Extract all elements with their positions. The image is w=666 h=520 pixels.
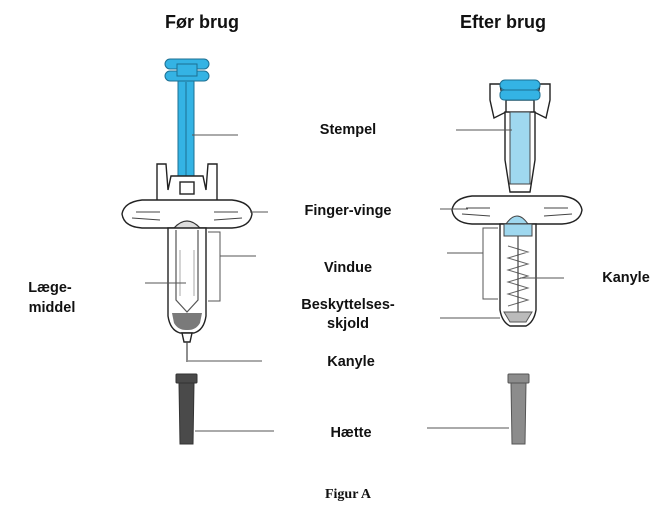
plunger-head-after <box>499 79 541 91</box>
cap-after <box>507 373 530 445</box>
cap-before <box>175 373 198 445</box>
leader-window-after <box>447 227 498 300</box>
title-after-use: Efter brug <box>460 12 546 32</box>
label-laegemiddel-line1: Læge- <box>28 280 72 296</box>
label-kanyle-center: Kanyle <box>327 354 375 370</box>
finger-wing-after <box>451 195 583 225</box>
plunger-head-before <box>164 58 210 82</box>
plunger-rod-after <box>509 111 531 185</box>
title-before-use: Før brug <box>165 12 239 32</box>
label-beskyttelses-line2: skjold <box>327 316 369 332</box>
label-haette: Hætte <box>330 425 371 441</box>
finger-wing-before <box>121 199 253 229</box>
label-laegemiddel-line2: middel <box>29 300 76 316</box>
label-beskyttelses-line1: Beskyttelses- <box>301 297 395 313</box>
syringe-before-use <box>121 58 253 362</box>
spring-after <box>506 245 530 307</box>
barrel-window-before <box>167 227 207 334</box>
syringe-after-use <box>451 79 583 327</box>
label-vindue: Vindue <box>324 260 372 276</box>
label-kanyle-right: Kanyle <box>602 270 650 286</box>
medicine-before <box>172 313 202 330</box>
figure-caption: Figur A <box>325 487 372 502</box>
label-finger-vinge: Finger-vinge <box>304 203 391 219</box>
leader-window-before <box>208 231 256 302</box>
label-stempel: Stempel <box>320 122 376 138</box>
